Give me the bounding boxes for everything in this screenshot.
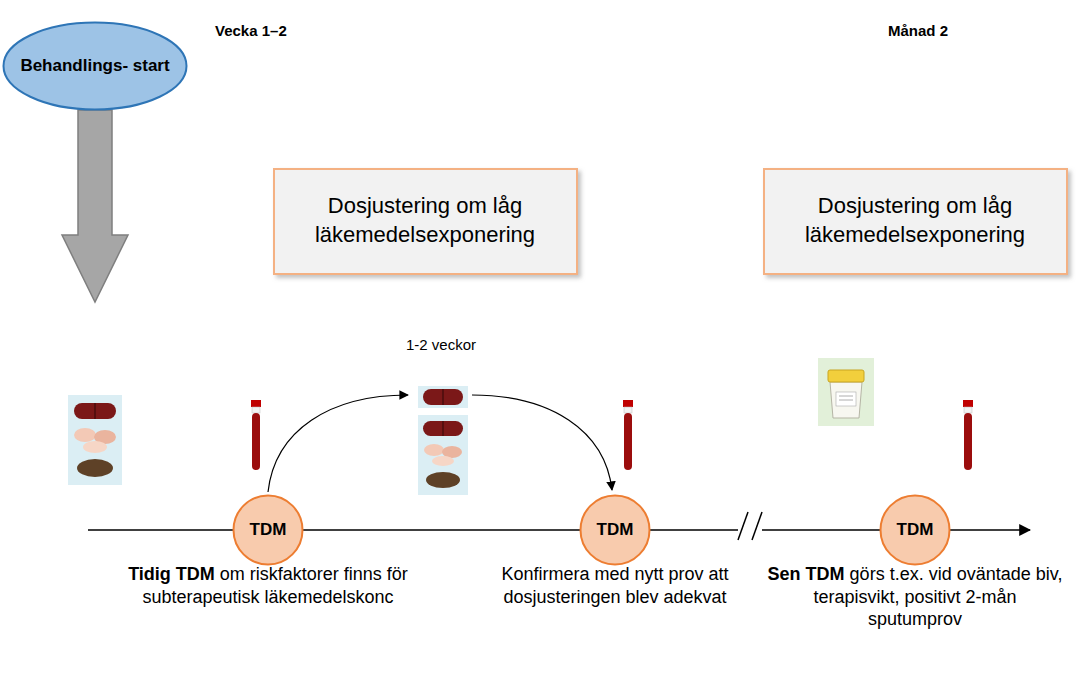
caption-block: Tidig TDM om riskfaktorer finns för subt… bbox=[126, 563, 411, 608]
timeline-break bbox=[738, 512, 762, 540]
node-text: TDM bbox=[250, 519, 287, 541]
down-arrow bbox=[62, 110, 128, 302]
caption-heading: Sen TDM bbox=[768, 564, 845, 584]
tdm-circle: TDM bbox=[579, 494, 651, 566]
caption-block: Konfirmera med nytt prov att dosjusterin… bbox=[485, 563, 745, 608]
node-text: Behandlings- start bbox=[20, 55, 169, 77]
tdm-circle: TDM bbox=[879, 494, 951, 566]
blood-tube bbox=[623, 400, 633, 470]
interval-label: 1-2 veckor bbox=[406, 336, 476, 353]
caption-text: görs t.ex. vid oväntade biv, terapisvikt… bbox=[813, 564, 1062, 629]
period-label: Vecka 1–2 bbox=[215, 22, 287, 39]
node-text: Dosjustering om låg läkemedelsexponering bbox=[287, 192, 564, 249]
pills-icon bbox=[418, 415, 468, 495]
caption-text: Konfirmera med nytt prov att dosjusterin… bbox=[501, 564, 728, 607]
period-label: Månad 2 bbox=[888, 22, 948, 39]
sample-cup bbox=[818, 358, 874, 426]
pills-icon bbox=[418, 386, 468, 408]
curved-arrow bbox=[268, 395, 408, 492]
caption-block: Sen TDM görs t.ex. vid oväntade biv, ter… bbox=[765, 563, 1065, 631]
tdm-circle: TDM bbox=[232, 494, 304, 566]
caption-heading: Tidig TDM bbox=[128, 564, 215, 584]
node-text: Dosjustering om låg läkemedelsexponering bbox=[777, 192, 1054, 249]
curved-arrow bbox=[472, 395, 612, 490]
node-text: TDM bbox=[597, 519, 634, 541]
node-text: TDM bbox=[897, 519, 934, 541]
start-ellipse: Behandlings- start bbox=[2, 21, 188, 111]
blood-tube bbox=[251, 400, 261, 470]
blood-tube bbox=[963, 400, 973, 470]
pills-icon bbox=[68, 395, 122, 485]
process-box: Dosjustering om låg läkemedelsexponering bbox=[273, 168, 578, 275]
process-box: Dosjustering om låg läkemedelsexponering bbox=[763, 168, 1068, 275]
